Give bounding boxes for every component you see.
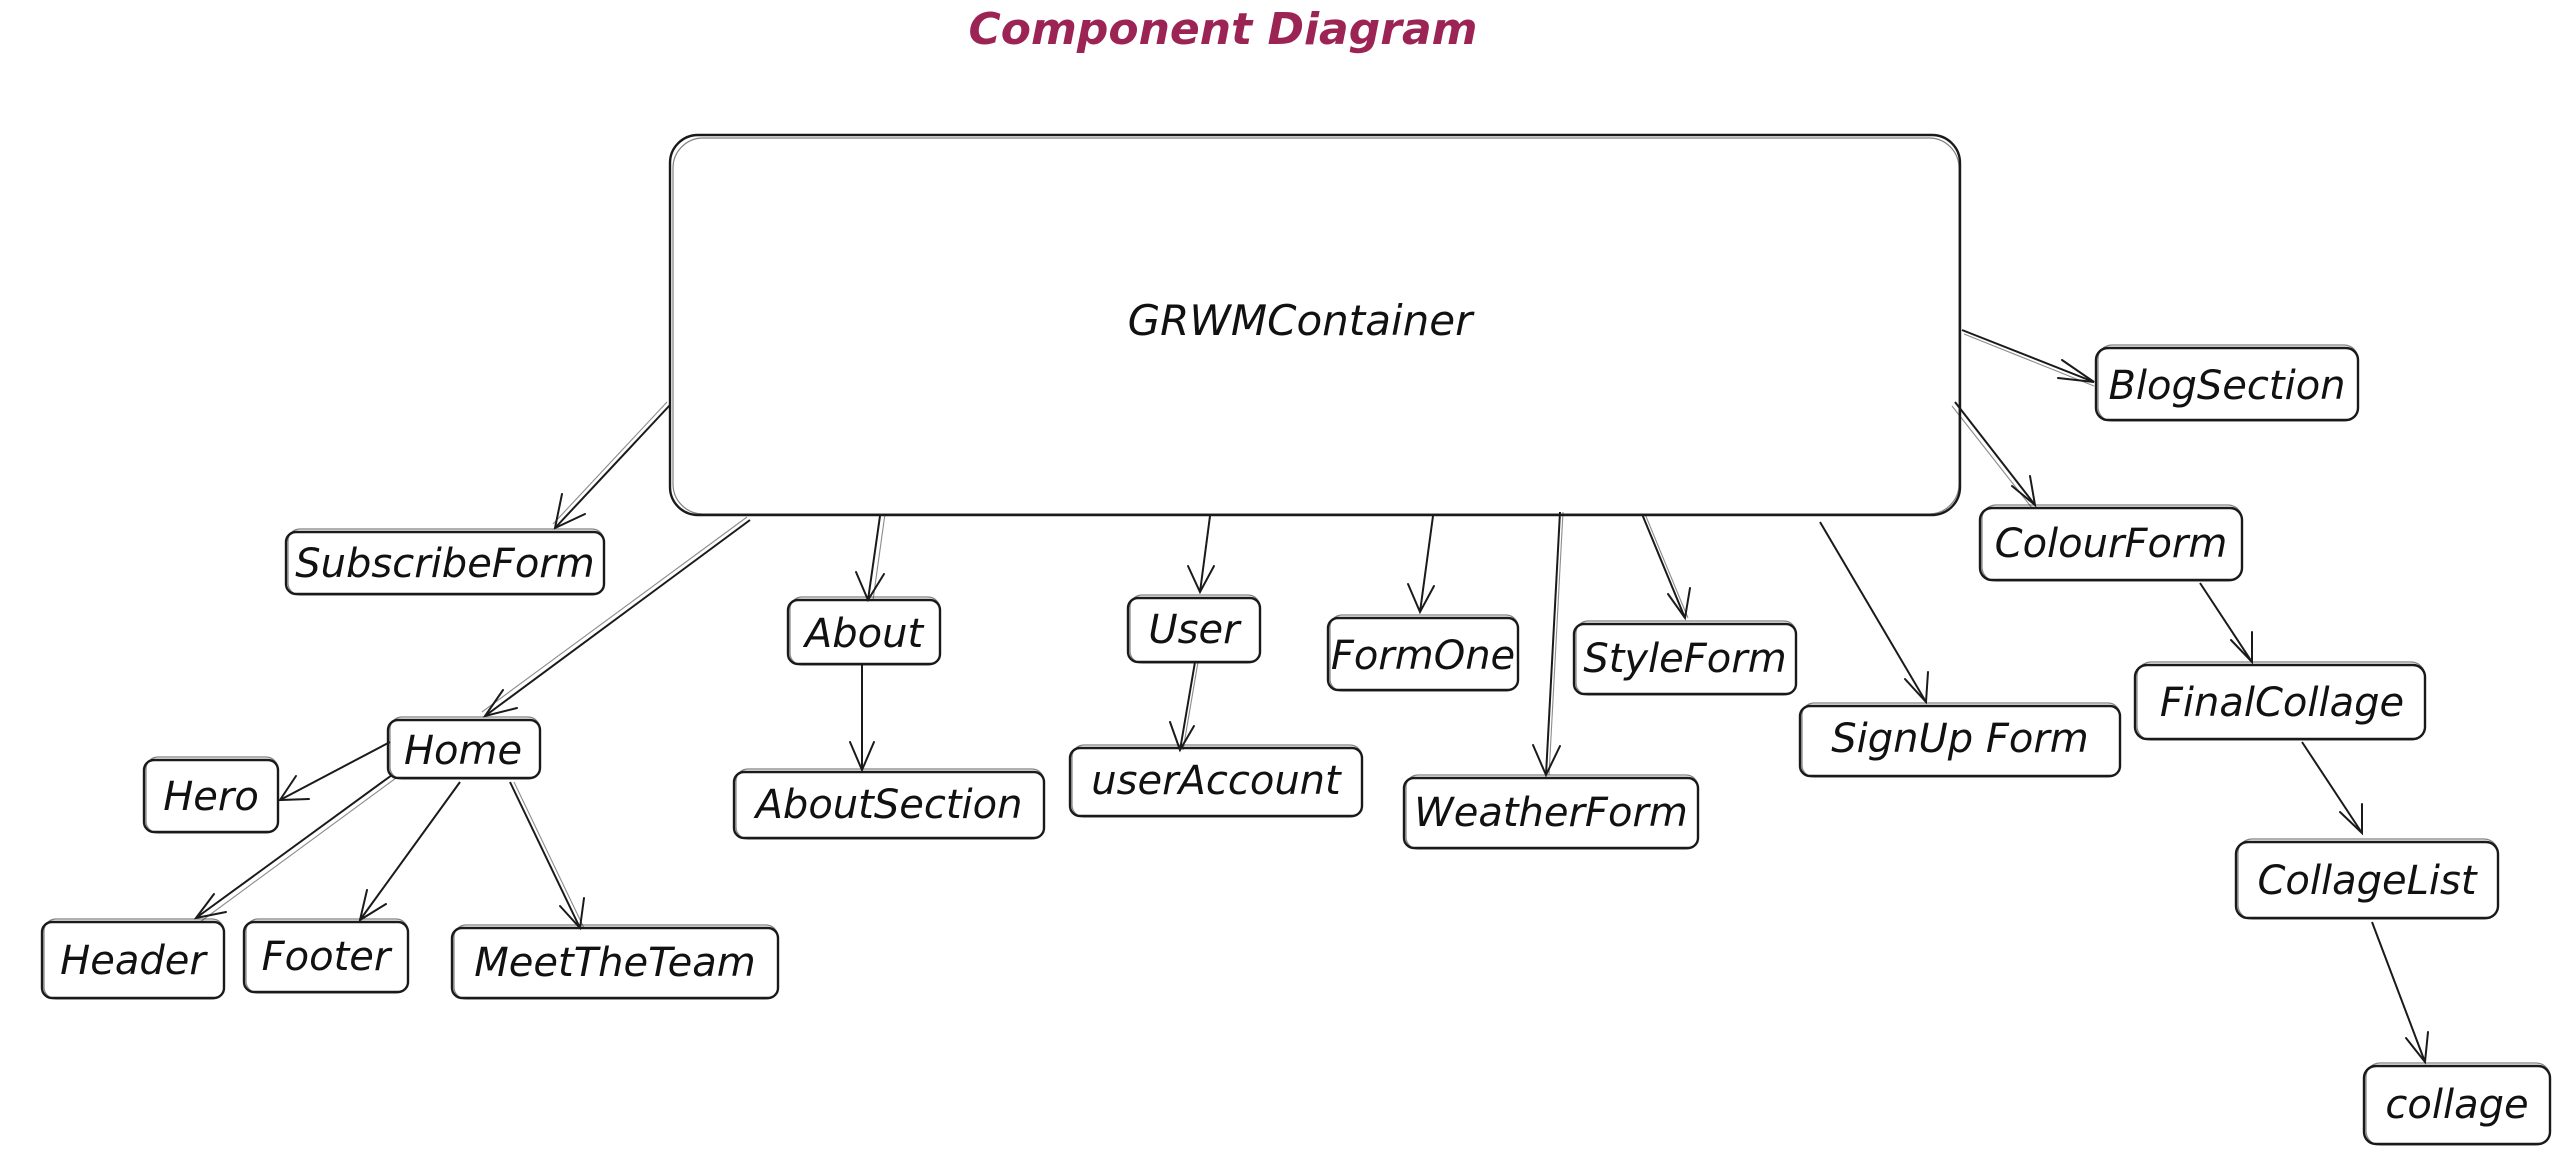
- edge-grwm-to-weatherform: [1532, 511, 1564, 778]
- edge-home-to-footer: [358, 781, 461, 923]
- node-label-about: About: [802, 611, 925, 657]
- node-label-grwm-container: GRWMContainer: [1128, 296, 1475, 345]
- node-label-signup-form: SignUp Form: [1831, 716, 2089, 762]
- nodes-layer: GRWMContainer BlogSection ColourForm Fin…: [40, 133, 2552, 1146]
- node-label-meet-the-team: MeetTheTeam: [474, 940, 755, 986]
- node-weather-form[interactable]: WeatherForm: [1402, 774, 1700, 850]
- node-home[interactable]: Home: [386, 716, 542, 780]
- node-collage[interactable]: collage: [2362, 1062, 2552, 1146]
- node-collage-list[interactable]: CollageList: [2234, 838, 2500, 920]
- node-about[interactable]: About: [786, 596, 942, 666]
- node-label-home: Home: [404, 728, 522, 774]
- node-grwm-container[interactable]: GRWMContainer: [668, 133, 1962, 517]
- edge-collagelist-to-collage: [2371, 921, 2429, 1065]
- edge-colourform-to-finalcollage: [2199, 582, 2253, 665]
- node-label-header: Header: [60, 938, 208, 984]
- edge-grwm-to-subscribeform: [552, 401, 671, 530]
- node-form-one[interactable]: FormOne: [1326, 614, 1520, 692]
- edges-layer: [193, 329, 2429, 1065]
- edge-grwm-to-signupform: [1819, 521, 1929, 705]
- node-meet-the-team[interactable]: MeetTheTeam: [450, 924, 780, 1000]
- diagram-title: Component Diagram: [969, 4, 1478, 55]
- edge-home-to-hero: [278, 741, 391, 802]
- node-label-colour-form: ColourForm: [1995, 521, 2228, 567]
- node-user[interactable]: User: [1126, 594, 1262, 664]
- node-label-hero: Hero: [163, 774, 259, 820]
- node-label-about-section: AboutSection: [753, 782, 1023, 828]
- node-label-style-form: StyleForm: [1583, 636, 1786, 682]
- node-subscribe-form[interactable]: SubscribeForm: [284, 528, 606, 596]
- node-label-final-collage: FinalCollage: [2160, 680, 2404, 726]
- edge-finalcollage-to-collagelist: [2301, 741, 2363, 836]
- node-label-form-one: FormOne: [1331, 633, 1515, 679]
- node-about-section[interactable]: AboutSection: [732, 768, 1046, 840]
- edge-grwm-to-formone: [1407, 515, 1435, 615]
- node-colour-form[interactable]: ColourForm: [1978, 504, 2244, 582]
- node-label-user-account: userAccount: [1091, 758, 1342, 804]
- node-label-footer: Footer: [262, 934, 393, 980]
- edge-grwm-to-colourform: [1951, 401, 2037, 509]
- edge-home-to-meettheteam: [509, 781, 585, 931]
- edge-grwm-to-user: [1187, 515, 1215, 595]
- node-user-account[interactable]: userAccount: [1068, 744, 1364, 818]
- node-header[interactable]: Header: [40, 918, 226, 1000]
- node-label-user: User: [1148, 607, 1242, 653]
- edge-user-to-useraccount: [1169, 661, 1199, 753]
- node-blog-section[interactable]: BlogSection: [2094, 344, 2360, 422]
- node-label-subscribe-form: SubscribeForm: [295, 541, 594, 587]
- node-label-weather-form: WeatherForm: [1414, 790, 1688, 836]
- node-style-form[interactable]: StyleForm: [1572, 620, 1798, 696]
- node-final-collage[interactable]: FinalCollage: [2133, 661, 2427, 741]
- node-label-blog-section: BlogSection: [2108, 363, 2345, 409]
- edge-grwm-to-blogsection: [1961, 329, 2095, 387]
- edge-about-to-aboutsection: [849, 665, 875, 773]
- edge-grwm-to-styleform: [1641, 513, 1691, 621]
- node-hero[interactable]: Hero: [142, 756, 280, 834]
- node-signup-form[interactable]: SignUp Form: [1798, 702, 2122, 778]
- edge-home-to-header: [193, 774, 397, 923]
- edge-grwm-to-home: [481, 516, 751, 718]
- node-label-collage: collage: [2385, 1082, 2528, 1128]
- node-label-collage-list: CollageList: [2257, 858, 2477, 904]
- node-footer[interactable]: Footer: [242, 918, 410, 994]
- edge-grwm-to-about: [855, 513, 886, 603]
